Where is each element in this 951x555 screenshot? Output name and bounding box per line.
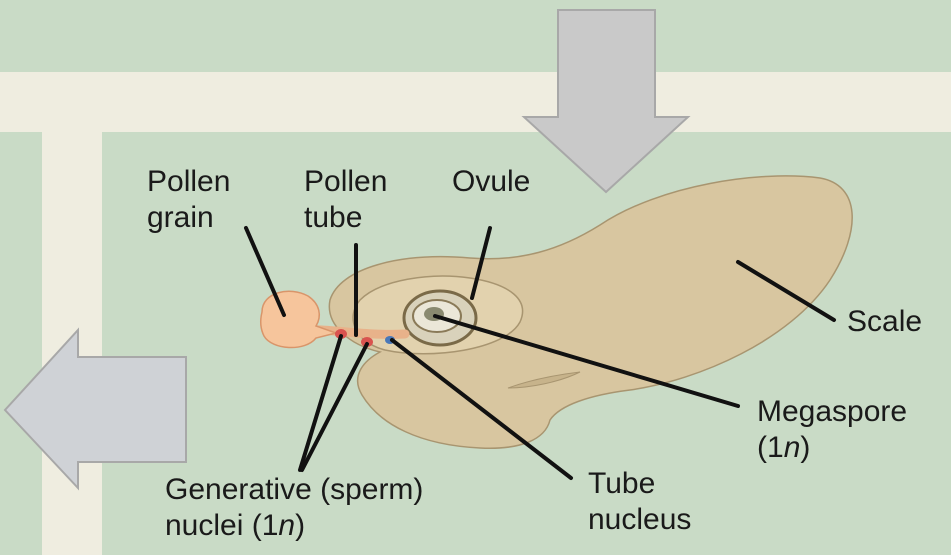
label-megaspore: Megaspore (1n) bbox=[757, 394, 907, 466]
label-megaspore-line1: Megaspore bbox=[757, 394, 907, 430]
generative-ploidy-pre: nuclei (1 bbox=[165, 509, 278, 542]
megaspore-ploidy-post: ) bbox=[800, 431, 810, 464]
generative-ploidy-post: ) bbox=[295, 509, 305, 542]
label-pollen-tube-line2: tube bbox=[304, 200, 387, 236]
label-scale: Scale bbox=[847, 304, 922, 340]
label-pollen-grain: Pollen grain bbox=[147, 164, 230, 236]
label-pollen-grain-line1: Pollen bbox=[147, 164, 230, 200]
label-ovule: Ovule bbox=[452, 164, 530, 200]
label-pollen-tube: Pollen tube bbox=[304, 164, 387, 236]
label-tube-nucleus-line1: Tube bbox=[588, 466, 691, 502]
label-megaspore-line2: (1n) bbox=[757, 430, 907, 466]
label-generative-nuclei: Generative (sperm) nuclei (1n) bbox=[165, 472, 423, 544]
left-panel bbox=[0, 132, 42, 555]
label-pollen-tube-line1: Pollen bbox=[304, 164, 387, 200]
top-panel bbox=[0, 0, 951, 72]
label-generative-line1: Generative (sperm) bbox=[165, 472, 423, 508]
label-generative-line2: nuclei (1n) bbox=[165, 508, 423, 544]
generative-ploidy-n: n bbox=[278, 509, 295, 542]
label-tube-nucleus: Tube nucleus bbox=[588, 466, 691, 538]
megaspore-ploidy-n: n bbox=[784, 431, 801, 464]
label-pollen-grain-line2: grain bbox=[147, 200, 230, 236]
label-tube-nucleus-line2: nucleus bbox=[588, 502, 691, 538]
megaspore-ploidy-pre: (1 bbox=[757, 431, 784, 464]
